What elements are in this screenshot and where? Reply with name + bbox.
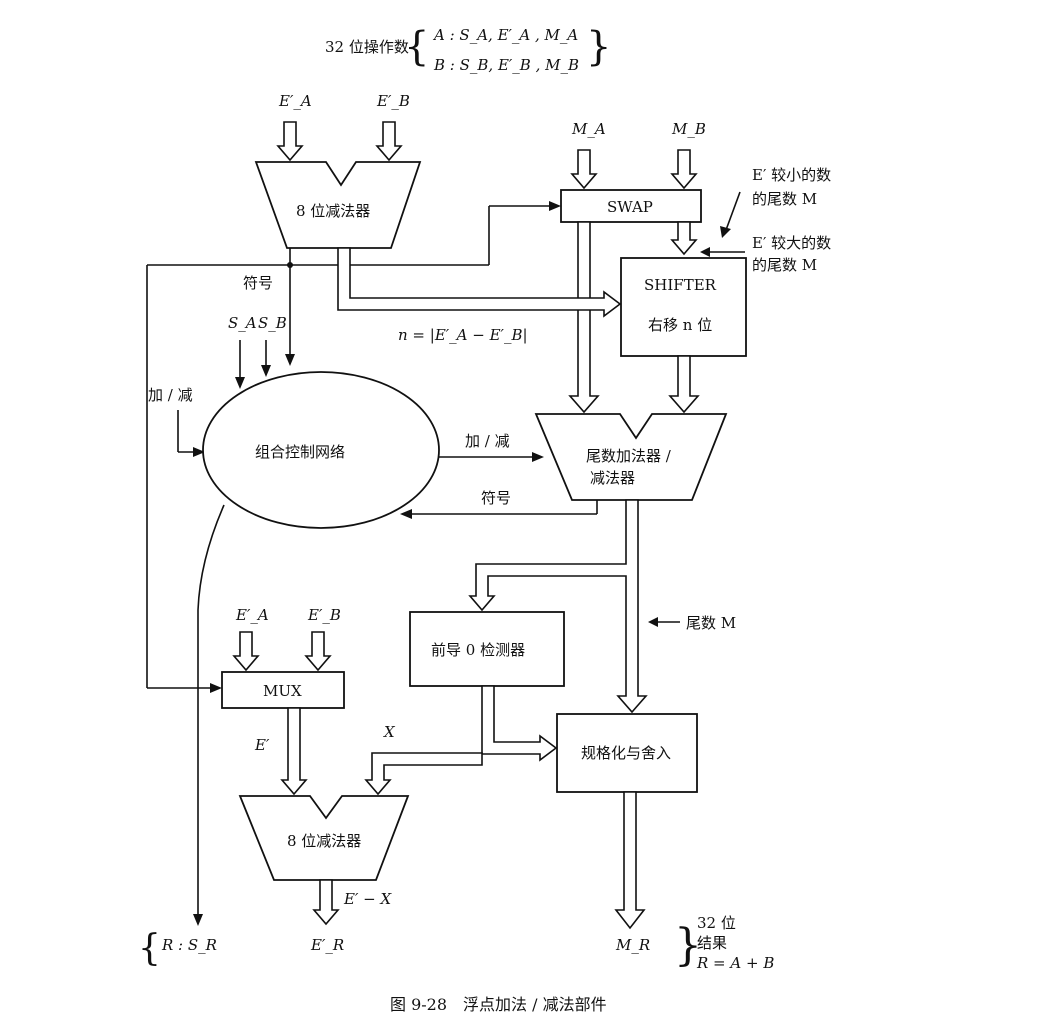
mb-label: M_B [671, 120, 706, 138]
eb-mid-label: E′_B [307, 606, 341, 624]
mantissa-m-label: 尾数 M [686, 614, 736, 632]
smaller-mantissa-line2: 的尾数 M [752, 190, 817, 208]
subtractor-bottom-block [238, 795, 410, 881]
mantissa-adder-line1: 尾数加法器 / [586, 447, 672, 465]
ma-label: M_A [571, 120, 606, 138]
adder-to-normalize-arrow [468, 499, 648, 714]
ea-mid-label: E′_A [235, 606, 269, 624]
subtractor-bottom-label: 8 位减法器 [287, 832, 361, 850]
x-label: X [383, 723, 396, 741]
mantissa-adder-block [534, 413, 728, 501]
e-prime-label: E′ [254, 736, 270, 754]
operand-a-line: A : S_A, E′_A , M_A [432, 26, 578, 44]
ma-arrow [570, 149, 598, 190]
sign-top-label: 符号 [243, 274, 273, 292]
normalize-block [556, 713, 698, 793]
larger-mantissa-line2: 的尾数 M [752, 256, 817, 274]
ea-top-label: E′_A [278, 92, 312, 110]
sr-output-line [197, 504, 225, 915]
subtractor-top-label: 8 位减法器 [296, 202, 370, 220]
mantissa-adder-line2: 减法器 [590, 469, 635, 487]
shifter-title: SHIFTER [644, 276, 717, 294]
shifter-sub: 右移 n 位 [648, 316, 712, 334]
swap-block [560, 189, 702, 223]
mr-label: M_R [615, 936, 650, 954]
eb-top-arrow [375, 121, 403, 162]
mux-label: MUX [263, 682, 302, 700]
normalize-to-mr-arrow [614, 791, 646, 930]
result-line1: 32 位 [697, 914, 736, 932]
header-brace-left: { [404, 24, 429, 70]
swap-to-adder-arrow [568, 221, 600, 414]
sa-label: S_A [228, 314, 257, 332]
mux-to-subtractor-arrow [280, 707, 308, 796]
smaller-mantissa-line1: E′ 较小的数 [752, 166, 831, 184]
eb-top-label: E′_B [376, 92, 410, 110]
control-network-label: 组合控制网络 [255, 443, 345, 461]
larger-mantissa-line1: E′ 较大的数 [752, 234, 831, 252]
n-shift-amount-arrow [337, 247, 622, 318]
x-to-subtractor-arrow [364, 752, 483, 796]
operand-b-line: B : S_B, E′_B , M_B [433, 56, 579, 74]
subtractor-top-block [254, 161, 422, 249]
leading-zero-to-normalize-arrow [481, 685, 558, 762]
result-line3: R = A + B [696, 954, 774, 972]
add-sub-input-label: 加 / 减 [148, 386, 193, 404]
result-line2: 结果 [697, 934, 727, 952]
header-brace-right: } [586, 24, 611, 70]
add-sub-output-label: 加 / 减 [465, 432, 510, 450]
normalize-label: 规格化与舍入 [581, 744, 671, 762]
sb-label: S_B [258, 314, 287, 332]
subtractor-to-er-arrow [312, 879, 340, 926]
swap-label: SWAP [607, 198, 653, 216]
er-label: E′_R [310, 936, 344, 954]
ea-mid-arrow [232, 631, 260, 672]
operand-header-prefix: 32 位操作数 [325, 38, 409, 56]
mb-arrow [670, 149, 698, 190]
sr-brace: { [138, 928, 161, 969]
n-expression: n = |E′_A − E′_B| [398, 326, 528, 344]
smaller-mantissa-pointer [725, 191, 741, 231]
ea-top-arrow [276, 121, 304, 162]
sign-back-label: 符号 [481, 489, 511, 507]
shifter-block [620, 257, 747, 357]
leading-zero-label: 前导 0 检测器 [431, 641, 525, 659]
mux-block [221, 671, 345, 709]
e-minus-x-label: E′ − X [343, 890, 392, 908]
figure-caption: 图 9-28 浮点加法 / 减法部件 [390, 995, 607, 1014]
control-network-block [202, 371, 440, 529]
swap-to-shifter-arrow [670, 221, 698, 256]
r-sr-label: R : S_R [161, 936, 217, 954]
shifter-to-adder-arrow [668, 355, 700, 414]
eb-mid-arrow [304, 631, 332, 672]
result-brace: } [674, 920, 702, 971]
